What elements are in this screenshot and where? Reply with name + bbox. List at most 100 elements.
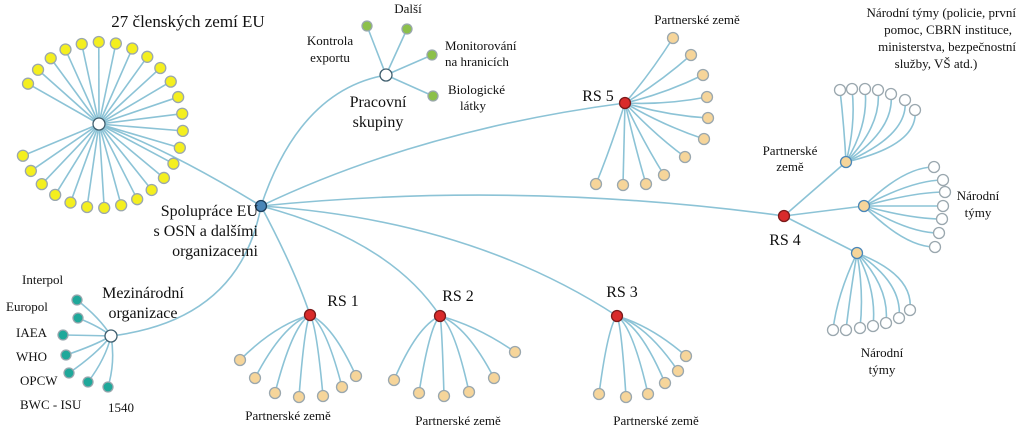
national-team-node xyxy=(858,82,872,96)
rs2-partner-node xyxy=(387,373,401,387)
national-team-node xyxy=(898,93,912,107)
org-europol-label: Europol xyxy=(6,299,48,314)
eu-member-node xyxy=(172,90,185,104)
edge-rs5-partner xyxy=(624,54,692,104)
rs2-partner-node xyxy=(412,386,426,400)
rs5-partner-node xyxy=(700,90,714,104)
national-team-node xyxy=(833,83,847,97)
edge-national-team xyxy=(856,252,901,319)
edge-rs3-partner xyxy=(616,315,627,398)
edge-national-team xyxy=(863,191,946,207)
eu-member-node xyxy=(145,183,158,197)
edge-international-org xyxy=(65,335,112,356)
eu-member-node xyxy=(59,43,72,56)
edge-center-io xyxy=(110,205,262,337)
national-teams-bottom-line-1: Národní xyxy=(861,345,904,360)
edge-eu-member xyxy=(64,49,100,125)
wg-border-monitoring-line-2: na hranicích xyxy=(445,54,509,69)
rs3-partner-node xyxy=(641,387,655,401)
rs3-partner-node xyxy=(679,349,693,363)
edge-eu-member xyxy=(98,123,181,149)
national-team-node xyxy=(932,226,946,240)
international-org-node xyxy=(102,381,114,393)
national-team-node xyxy=(866,319,880,333)
edge-eu-member xyxy=(98,123,174,165)
edge-eu-member xyxy=(98,67,161,125)
edge-rs5-partner xyxy=(624,102,686,158)
national-teams-right-line-2: týmy xyxy=(965,205,992,220)
rs5-partner-node xyxy=(701,111,715,125)
rs4-partner-node xyxy=(857,199,871,213)
rs2-partner-node xyxy=(487,371,501,385)
rs3-partner-node xyxy=(671,364,685,378)
edge-working-group xyxy=(385,74,434,97)
wg-other-label: Další xyxy=(394,1,422,16)
edge-national-team xyxy=(845,252,858,331)
eu-member-node xyxy=(21,77,35,90)
rs5-partner-node xyxy=(657,168,671,182)
working-group-node xyxy=(401,23,413,35)
rs5-partner-node xyxy=(616,178,630,192)
rs2-label: RS 2 xyxy=(442,288,474,305)
eu-member-node xyxy=(141,50,154,63)
rs1-partner-node xyxy=(349,369,363,383)
rs5-hub xyxy=(618,96,632,110)
org-who-label: WHO xyxy=(16,349,47,364)
edge-eu-member xyxy=(98,56,148,125)
edge-eu-member xyxy=(98,96,179,125)
intl-orgs-label-line-2: organizace xyxy=(109,305,178,322)
edge-center-rs1 xyxy=(260,205,311,316)
edge-eu-member xyxy=(30,123,100,172)
international-org-node xyxy=(71,294,83,306)
edge-rs2-partner xyxy=(439,315,516,353)
edge-eu-member xyxy=(98,112,183,125)
rs1-partner-node xyxy=(233,353,247,367)
working-groups-label-line-1: Pracovní xyxy=(350,94,407,111)
eu-members-label: 27 členských zemí EU xyxy=(111,12,264,31)
rs4-partner-label-line-2: země xyxy=(776,159,804,174)
eu-member-node xyxy=(167,157,180,170)
rs4-partner-node xyxy=(850,246,864,260)
eu-member-node xyxy=(157,171,171,185)
rs5-partner-node xyxy=(684,48,698,62)
edge-rs2-partner xyxy=(439,315,445,397)
edge-international-org xyxy=(87,335,112,383)
edge-center-rs5 xyxy=(260,102,626,207)
eu-members-hub xyxy=(92,117,106,131)
rs5-partner-node xyxy=(666,31,680,45)
edge-rs4-partner xyxy=(783,205,865,217)
national-team-node xyxy=(903,303,917,317)
edge-national-team xyxy=(856,252,863,329)
wg-biological-line-2: látky xyxy=(460,98,486,113)
rs3-hub xyxy=(610,309,624,323)
edge-eu-member xyxy=(50,57,100,125)
edge-national-team xyxy=(856,252,875,327)
national-team-node xyxy=(871,83,885,97)
edge-eu-member xyxy=(98,123,122,206)
org-interpol-label: Interpol xyxy=(22,272,64,287)
edge-national-team xyxy=(856,252,888,324)
org-bwc-isu-label: BWC - ISU xyxy=(20,397,82,412)
edge-eu-member xyxy=(98,123,165,179)
node-layer xyxy=(16,20,952,404)
eu-member-node xyxy=(131,193,144,206)
edge-eu-member xyxy=(69,123,100,203)
edge-national-team xyxy=(845,93,893,163)
national-team-node xyxy=(936,199,950,213)
national-team-node xyxy=(853,321,867,335)
national-team-node xyxy=(879,316,893,330)
eu-member-node xyxy=(24,164,38,178)
rs5-partner-node xyxy=(639,177,653,191)
international-org-node xyxy=(60,349,72,361)
eu-member-node xyxy=(154,61,167,75)
edge-working-group xyxy=(366,25,387,76)
national-team-node xyxy=(938,185,952,199)
eu-member-node xyxy=(176,124,189,138)
org-iaea-label: IAEA xyxy=(16,325,48,340)
edge-national-team xyxy=(845,88,854,163)
edge-rs5-partner xyxy=(595,102,626,185)
edge-center-rs4 xyxy=(260,194,785,217)
working-group-node xyxy=(361,20,373,32)
rs1-partner-node xyxy=(248,371,262,385)
